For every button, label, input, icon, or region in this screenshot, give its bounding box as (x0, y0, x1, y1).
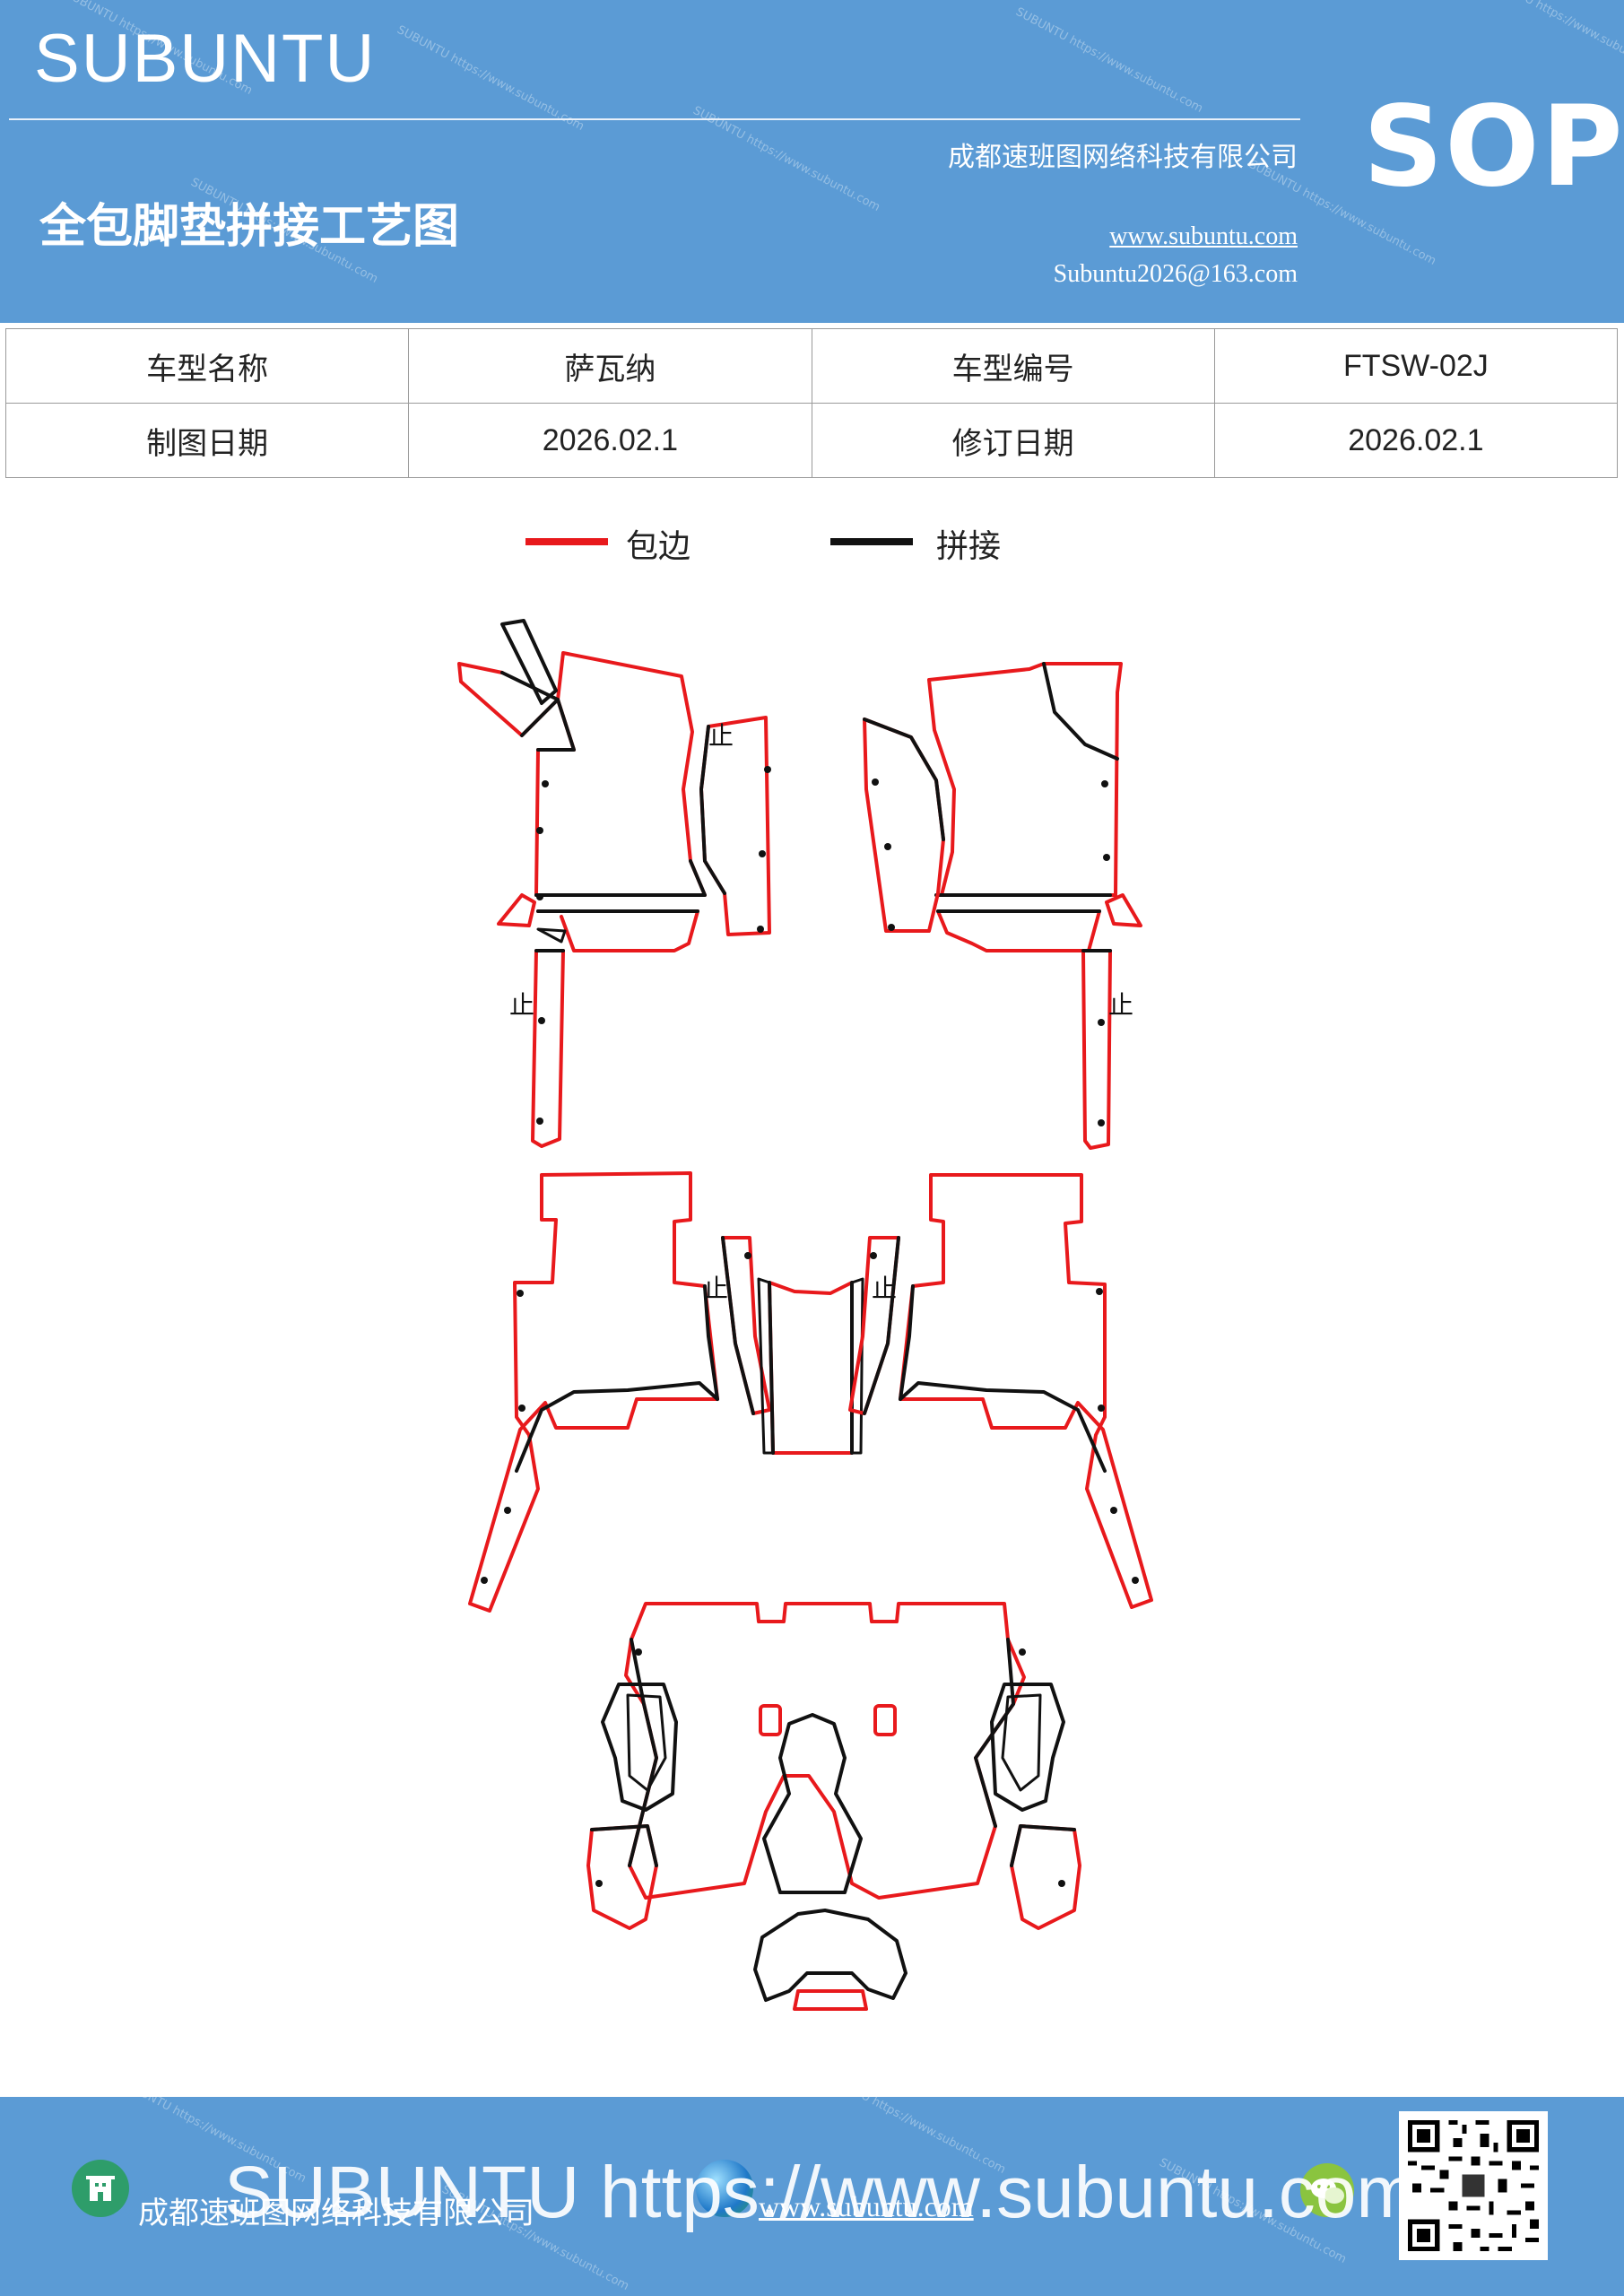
stop-mark: 止 (708, 721, 734, 751)
brand-name: SUBUNTU (34, 21, 377, 97)
watermark: SUBUNTU https://www.subuntu.com (690, 103, 882, 215)
model-name-label: 车型名称 (4, 328, 410, 404)
table-row: 车型名称 萨瓦纳 车型编号 FTSW-02J (4, 328, 1619, 404)
draw-date-value: 2026.02.1 (408, 403, 812, 478)
second-row-right-mat (848, 1173, 1153, 1609)
stop-mark: 止 (872, 1274, 897, 1303)
revision-date-value: 2026.02.1 (1213, 403, 1619, 478)
legend: 包边 拼接 (0, 520, 1624, 574)
seam-line-swatch (830, 538, 913, 545)
model-name-value: 萨瓦纳 (408, 328, 812, 404)
revision-date-label: 修订日期 (811, 403, 1215, 478)
edge-line-swatch (525, 538, 608, 545)
header-banner: SUBUNTU https://www.subuntu.com SUBUNTU … (0, 0, 1624, 323)
document-title: 全包脚垫拼接工艺图 (39, 200, 460, 254)
watermark: SUBUNTU https://www.subuntu.com (1480, 0, 1624, 81)
rear-mat (586, 1602, 1081, 2011)
watermark: SUBUNTU https://www.subuntu.com (1013, 4, 1205, 117)
vehicle-info-table: 车型名称 萨瓦纳 车型编号 FTSW-02J 制图日期 2026.02.1 修订… (4, 328, 1619, 478)
footer-company: 成都速班图网络科技有限公司 (138, 2196, 534, 2231)
seam-legend-label: 拼接 (936, 528, 1002, 565)
floor-mat-diagram: 止 止 止 止 止 (457, 619, 1153, 2011)
second-row-left-mat (468, 1171, 771, 1613)
footer-watermark-text: SUBUNTU https://www.subuntu.com (224, 2152, 1418, 2233)
footer-website-link[interactable]: www.subuntu.com (759, 2190, 974, 2222)
email-address[interactable]: Subuntu2026@163.com (1053, 260, 1298, 288)
watermark: SUBUNTU https://www.subuntu.com (395, 22, 586, 135)
sop-badge: SOP (1363, 83, 1624, 212)
building-icon (72, 2160, 129, 2217)
front-left-mat (457, 619, 771, 1148)
edge-legend-label: 包边 (626, 528, 691, 565)
stop-mark: 止 (703, 1274, 728, 1303)
model-code-label: 车型编号 (811, 328, 1215, 404)
table-row: 制图日期 2026.02.1 修订日期 2026.02.1 (4, 403, 1619, 478)
footer-banner: SUBUNTU https://www.subuntu.com SUBUNTU … (0, 2097, 1624, 2296)
website-link[interactable]: www.subuntu.com (1109, 222, 1298, 250)
header-divider (9, 118, 1300, 120)
wechat-icon (1300, 2163, 1354, 2217)
model-code-value: FTSW-02J (1213, 328, 1619, 404)
marker-dots (481, 766, 1139, 1887)
stop-mark: 止 (509, 990, 534, 1020)
stop-mark: 止 (1108, 990, 1133, 1020)
globe-icon (696, 2160, 753, 2217)
draw-date-label: 制图日期 (4, 403, 410, 478)
center-tunnel-mat (757, 1277, 864, 1455)
company-name: 成都速班图网络科技有限公司 (948, 142, 1298, 173)
front-right-mat (863, 662, 1142, 1150)
qr-code[interactable] (1399, 2111, 1548, 2260)
